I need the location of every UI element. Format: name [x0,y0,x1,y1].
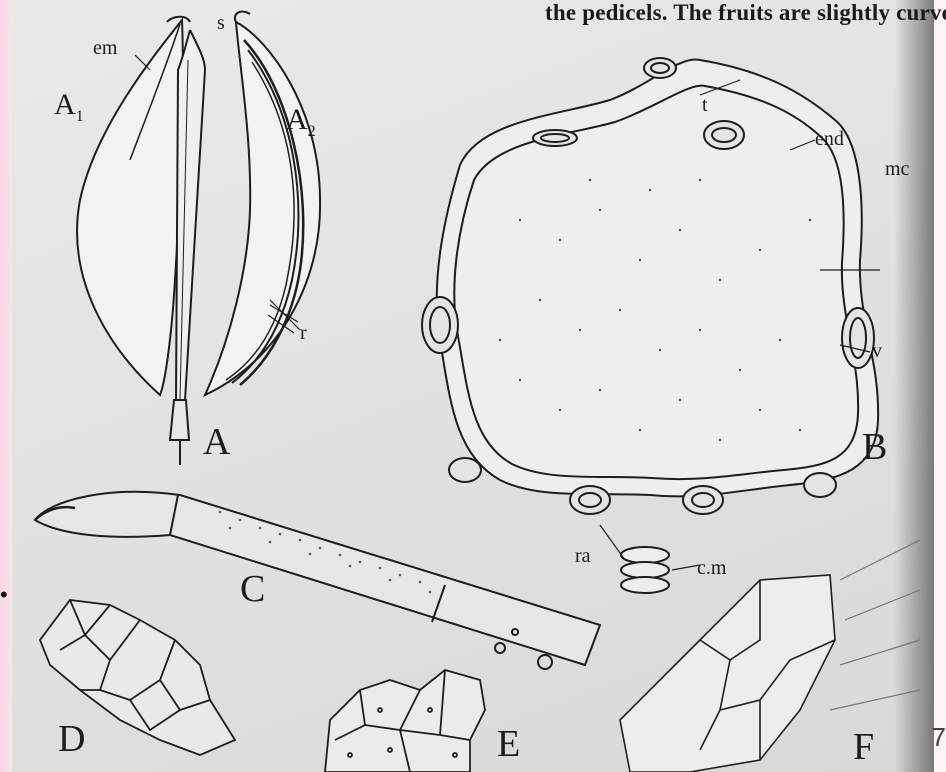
label-r: r [300,322,307,345]
label-v: v [872,340,882,363]
cross-section-drawing-b [422,58,880,593]
label-a2: A2 [286,103,316,141]
label-ra: ra [575,545,591,568]
label-c: C [240,567,265,611]
label-s: s [217,12,225,35]
label-f: F [853,725,874,769]
label-d: D [58,717,85,761]
label-a1: A1 [54,88,84,126]
label-e: E [497,722,520,766]
label-cm: c.m [697,557,726,580]
cells-drawing-e [325,670,485,772]
label-mc: mc [885,158,909,181]
page-number: 7 [932,722,946,753]
label-t: t [702,94,708,117]
label-a: A [203,420,230,464]
label-end: end [815,128,844,151]
bullet-point: • [0,582,8,608]
label-em: em [93,37,117,60]
fruit-drawing-a [77,12,320,465]
label-b: B [862,425,887,469]
